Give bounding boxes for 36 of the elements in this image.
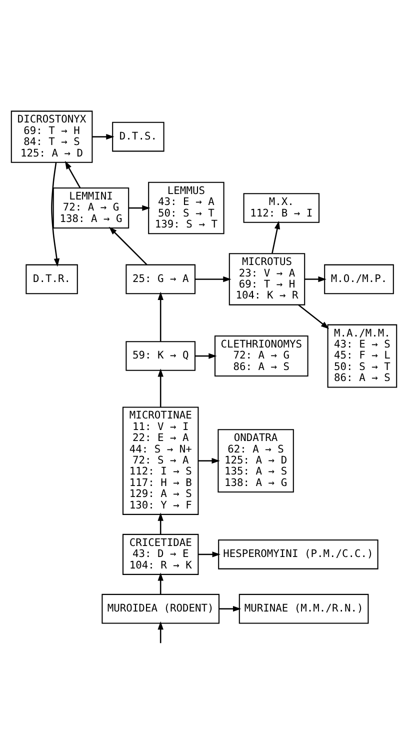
node-box: LEMMUS 43: E → A 50: S → T 139: S → T [148, 181, 224, 234]
node-box: ONDATRA 62: A → S 125: A → D 135: A → S 138: A → G [218, 428, 294, 492]
arrow [219, 605, 242, 612]
arrow [108, 226, 148, 265]
node-box: D.T.R. [26, 264, 78, 294]
node-box: MUROIDEA (RODENT) [102, 593, 220, 624]
node-box: 59: K → Q [126, 340, 196, 370]
arrow [272, 220, 280, 253]
node-box: M.A./M.M. 43: E → S 45: F → L 50: S → T 86: A → S [327, 324, 398, 388]
arrow [158, 368, 164, 407]
arrow [195, 352, 217, 358]
node-box: CLETHRIONOMYS 72: A → G 86: A → S [214, 335, 308, 376]
node-box: M.O./M.P. [324, 264, 394, 294]
node-box: MURINAE (M.M./R.N.) [238, 593, 369, 624]
arrow [304, 276, 326, 282]
node-box: DICROSTONYX 69: T → H 84: T → S 125: A → D [10, 110, 93, 162]
arrow [128, 204, 150, 210]
node-box: CRICETIDAE 43: D → E 104: R → K [122, 533, 199, 574]
arrow [158, 620, 164, 643]
arrow [158, 291, 164, 341]
arrow [92, 133, 114, 140]
arrow [64, 160, 81, 188]
node-box: MICROTINAE 11: V → I 22: E → A 44: S → N+ 72: S → A 112: I → S 117: H → B 129: A → S 130: Y → F [122, 406, 199, 514]
node-box: HESPEROMYINI (P.M./C.C.) [218, 539, 378, 569]
arrow [158, 512, 164, 534]
node-box: D.T.S. [112, 121, 164, 152]
arrow [298, 304, 330, 329]
arrow [51, 162, 60, 266]
arrow [158, 572, 164, 594]
node-box: M.X. 112: B → I [243, 192, 320, 222]
node-box: 25: G → A [126, 264, 196, 294]
arrow [198, 457, 220, 464]
node-box: LEMMINI 72: A → G 138: A → G [52, 186, 130, 228]
arrow [195, 276, 232, 282]
arrow [198, 551, 220, 557]
node-box: MICROTUS 23: V → A 69: T → H 104: K → R [228, 252, 306, 305]
